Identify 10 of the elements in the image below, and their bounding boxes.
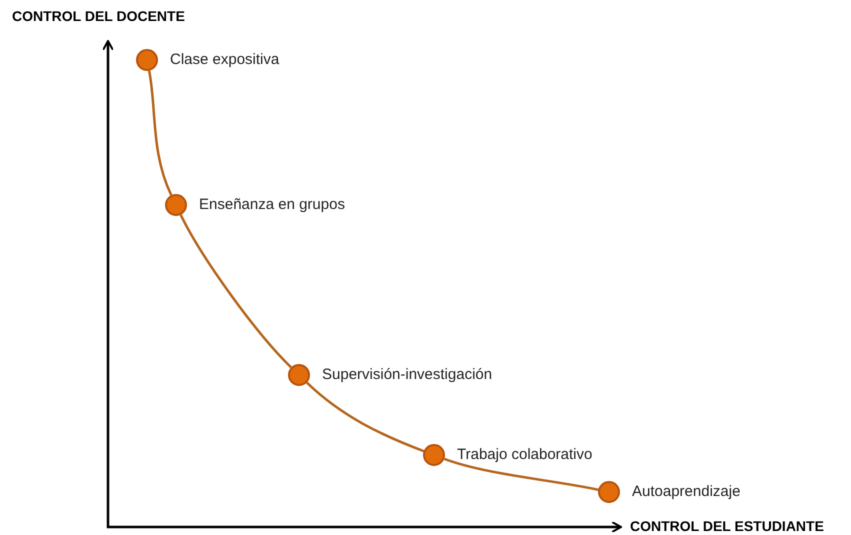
point-label: Supervisión-investigación [322,366,492,383]
axis-label: CONTROL DEL DOCENTE [12,8,185,24]
point-label: Autoaprendizaje [632,483,740,500]
point-label: Trabajo colaborativo [457,446,592,463]
point-label: Clase expositiva [170,51,280,68]
curve-segment [444,458,598,491]
point-label: Enseñanza en grupos [199,196,345,213]
axis-label: CONTROL DEL ESTUDIANTE [630,518,824,534]
curve-segment [148,70,172,196]
curve-segment [180,214,292,368]
